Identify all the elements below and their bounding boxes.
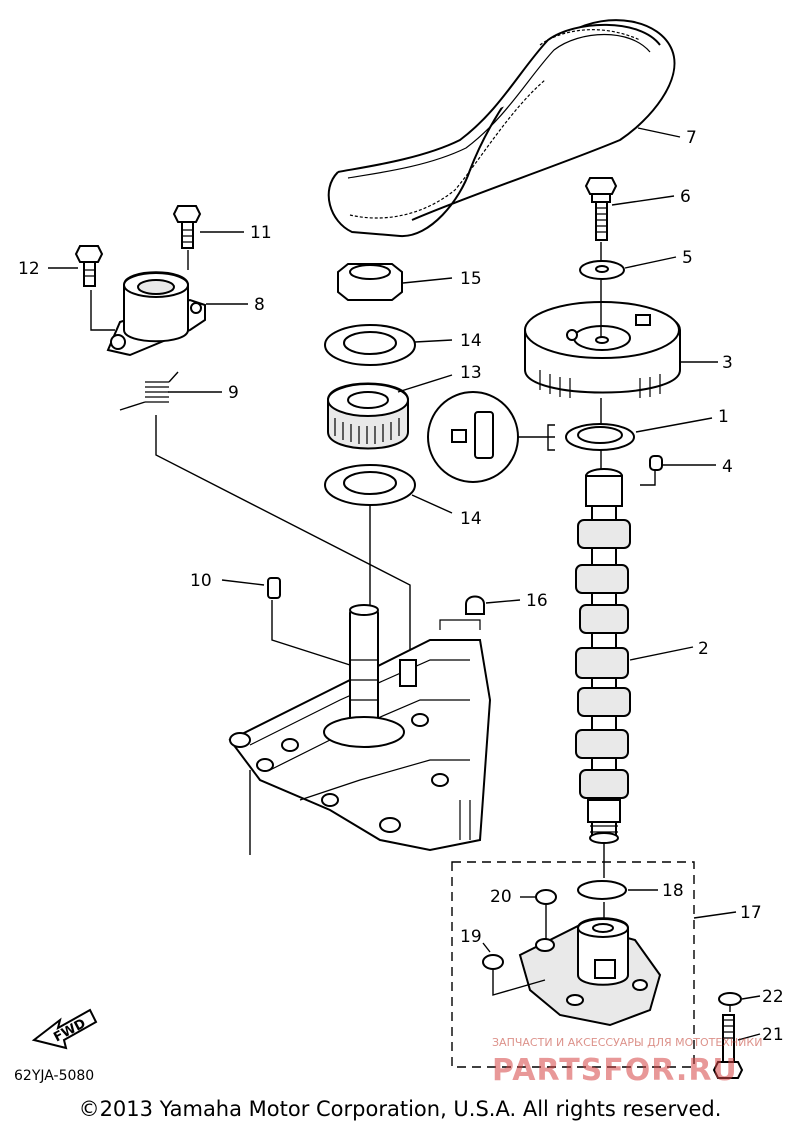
callout-18: 18 bbox=[662, 881, 684, 901]
callout-12: 12 bbox=[18, 259, 40, 279]
watermark: ЗАПЧАСТИ И АКСЕССУАРЫ ДЛЯ МОТОТЕХНИКИ PA… bbox=[492, 1036, 762, 1088]
tensioner-8 bbox=[106, 271, 206, 357]
pin-10 bbox=[267, 577, 281, 599]
bolt-11 bbox=[172, 205, 202, 249]
callout-14-lower: 14 bbox=[460, 509, 482, 529]
callout-5: 5 bbox=[682, 248, 693, 268]
callout-22: 22 bbox=[762, 987, 784, 1007]
callout-4: 4 bbox=[722, 457, 733, 477]
nut-15 bbox=[337, 263, 403, 301]
callout-11: 11 bbox=[250, 223, 272, 243]
callout-17: 17 bbox=[740, 903, 762, 923]
callout-1: 1 bbox=[718, 407, 729, 427]
bolt-6 bbox=[584, 177, 618, 241]
callout-16: 16 bbox=[526, 591, 548, 611]
detail-bubble bbox=[427, 391, 555, 483]
callout-8: 8 bbox=[254, 295, 265, 315]
fwd-arrow: FWD bbox=[31, 1008, 98, 1050]
callout-7: 7 bbox=[686, 128, 697, 148]
oil-pump-assembly-17 bbox=[451, 861, 695, 1068]
callout-9: 9 bbox=[228, 383, 239, 403]
plate-14-lower bbox=[324, 464, 416, 506]
watermark-line1: ЗАПЧАСТИ И АКСЕССУАРЫ ДЛЯ МОТОТЕХНИКИ bbox=[492, 1036, 762, 1049]
callout-3: 3 bbox=[722, 353, 733, 373]
gear-13 bbox=[327, 382, 409, 450]
bolt-12 bbox=[74, 245, 104, 287]
callout-21: 21 bbox=[762, 1025, 784, 1045]
washer-5 bbox=[579, 260, 625, 280]
camshaft-pulley-3 bbox=[524, 301, 681, 398]
pin-4 bbox=[649, 455, 663, 471]
callout-6: 6 bbox=[680, 187, 691, 207]
key-16 bbox=[465, 595, 485, 615]
washer-22 bbox=[718, 992, 742, 1006]
oil-seal-1 bbox=[565, 423, 635, 451]
callout-19: 19 bbox=[460, 927, 482, 947]
callouts: 1 2 3 4 5 6 7 8 9 10 11 12 13 14 14 15 1… bbox=[18, 128, 784, 1045]
plate-14-upper bbox=[324, 324, 416, 366]
timing-belt bbox=[327, 19, 676, 238]
copyright: ©2013 Yamaha Motor Corporation, U.S.A. A… bbox=[79, 1097, 722, 1121]
callout-15: 15 bbox=[460, 269, 482, 289]
callout-20: 20 bbox=[490, 887, 512, 907]
callout-13: 13 bbox=[460, 363, 482, 383]
bolt-21 bbox=[712, 1014, 744, 1079]
callout-10: 10 bbox=[190, 571, 212, 591]
spring-9 bbox=[119, 371, 179, 411]
camshaft-2 bbox=[575, 468, 631, 844]
cylinder-head bbox=[228, 604, 492, 852]
diagram-code: 62YJA-5080 bbox=[14, 1068, 94, 1084]
watermark-logo: PARTSFOR.RU bbox=[492, 1053, 738, 1088]
leader-lines bbox=[48, 127, 761, 1041]
callout-14-upper: 14 bbox=[460, 331, 482, 351]
assembly-lines bbox=[90, 242, 731, 1012]
callout-2: 2 bbox=[698, 639, 709, 659]
